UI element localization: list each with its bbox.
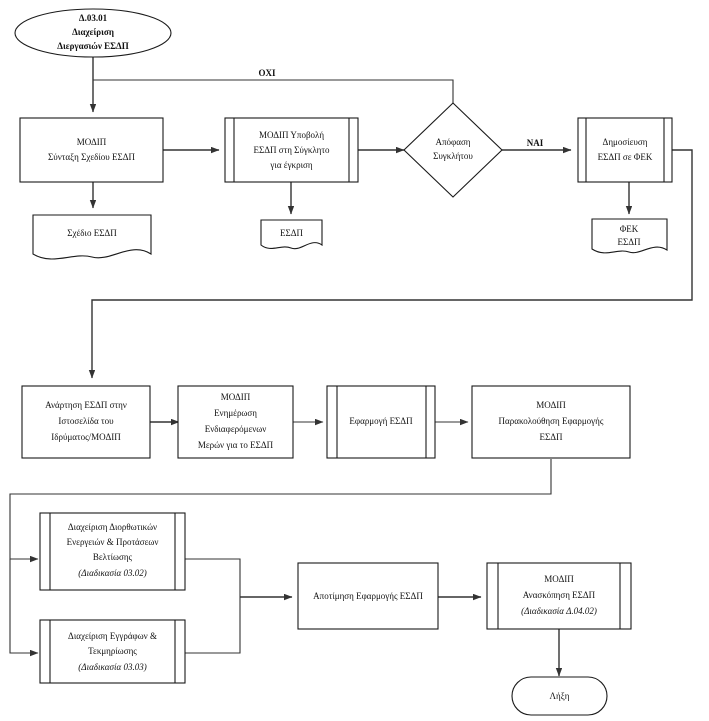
node-apotimisi-line1: Αποτίμηση Εφαρμογής ΕΣΔΠ bbox=[313, 591, 423, 601]
node-fek-document-line1: ΦΕΚ bbox=[620, 224, 639, 234]
document-shape bbox=[32, 214, 152, 260]
node-eggrafa-line3: (Διαδικασία 03.03) bbox=[78, 662, 146, 672]
node-apofasi[interactable]: Απόφαση Συγκλήτου bbox=[403, 102, 503, 198]
process-box-shape bbox=[177, 385, 294, 459]
node-dimosieysi-line1: Δημοσίευση bbox=[603, 137, 648, 147]
node-ypovoli[interactable]: ΜΟΔΙΠ Υποβολή ΕΣΔΠ στη Σύγκλητο για έγκρ… bbox=[224, 117, 359, 183]
node-ypovoli-line1: ΜΟΔΙΠ Υποβολή bbox=[259, 130, 324, 140]
node-eggrafa-line2: Τεκμηρίωσης bbox=[88, 646, 137, 656]
document-shape bbox=[260, 219, 323, 250]
edge-parakolouthisi-to-diorthotikes bbox=[9, 459, 552, 563]
node-anaskopisi[interactable]: ΜΟΔΙΠ Ανασκόπηση ΕΣΔΠ (Διαδικασία Δ.04.0… bbox=[486, 562, 632, 630]
predefined-process-box-shape bbox=[224, 117, 359, 183]
node-ypovoli-line3: για έγκριση bbox=[269, 160, 312, 170]
predefined-process-box-shape bbox=[39, 512, 186, 591]
process-box-shape bbox=[297, 562, 439, 630]
node-enimerosi-line2: Ενημέρωση bbox=[214, 408, 257, 418]
process-box-shape bbox=[19, 117, 164, 183]
node-sxedio-document-line1: Σχέδιο ΕΣΔΠ bbox=[67, 228, 117, 238]
node-parakolouthisi-line2: Παρακολούθηση Εφαρμογής bbox=[499, 416, 604, 426]
node-efarmogi[interactable]: Εφαρμογή ΕΣΔΠ bbox=[326, 385, 436, 459]
process-box-shape bbox=[471, 385, 631, 459]
connectors bbox=[9, 56, 693, 677]
edge-parakolouthisi-to-eggrafa bbox=[9, 559, 39, 657]
terminator-ellipse-shape bbox=[14, 8, 172, 58]
node-anaskopisi-line2: Ανασκόπηση ΕΣΔΠ bbox=[523, 590, 596, 600]
node-anaskopisi-line1: ΜΟΔΙΠ bbox=[544, 574, 574, 584]
node-anartisi-line3: Ιδρύματος/ΜΟΔΙΠ bbox=[51, 432, 121, 442]
node-sxedio-document[interactable]: Σχέδιο ΕΣΔΠ bbox=[32, 214, 152, 260]
node-efarmogi-line1: Εφαρμογή ΕΣΔΠ bbox=[349, 416, 413, 426]
node-diorthotikes[interactable]: Διαχείριση Διορθωτικών Ενεργειών & Προτά… bbox=[39, 512, 186, 591]
node-anaskopisi-line3: (Διαδικασία Δ.04.02) bbox=[521, 606, 597, 616]
process-box-shape bbox=[21, 385, 151, 459]
node-syntaxi-line1: ΜΟΔΙΠ bbox=[77, 137, 107, 147]
node-diorthotikes-line4: (Διαδικασία 03.02) bbox=[78, 568, 146, 578]
node-enimerosi[interactable]: ΜΟΔΙΠ Ενημέρωση Ενδιαφερόμενων Μερών για… bbox=[177, 385, 294, 459]
node-apofasi-line2: Συγκλήτου bbox=[433, 151, 473, 161]
edge-dimosieysi-to-anartisi bbox=[88, 149, 693, 379]
node-parakolouthisi-line3: ΕΣΔΠ bbox=[539, 432, 563, 442]
node-fek-document[interactable]: ΦΕΚ ΕΣΔΠ bbox=[591, 218, 668, 254]
node-dimosieysi-line2: ΕΣΔΠ σε ΦΕΚ bbox=[598, 152, 653, 162]
document-shape bbox=[591, 218, 668, 254]
node-dimosieysi[interactable]: Δημοσίευση ΕΣΔΠ σε ΦΕΚ bbox=[577, 117, 673, 183]
node-enimerosi-line1: ΜΟΔΙΠ bbox=[221, 392, 251, 402]
node-esdp-document[interactable]: ΕΣΔΠ bbox=[260, 219, 323, 250]
node-apofasi-line1: Απόφαση bbox=[435, 137, 470, 147]
node-enimerosi-line4: Μερών για το ΕΣΔΠ bbox=[198, 440, 274, 450]
terminator-rounded-shape bbox=[511, 676, 608, 716]
node-start-line3: Διεργασιών ΕΣΔΠ bbox=[57, 41, 128, 51]
node-parakolouthisi[interactable]: ΜΟΔΙΠ Παρακολούθηση Εφαρμογής ΕΣΔΠ bbox=[471, 385, 631, 459]
node-eggrafa-line1: Διαχείριση Εγγράφων & bbox=[68, 631, 157, 641]
node-start-line1: Δ.03.01 bbox=[79, 13, 108, 23]
node-end-line1: Λήξη bbox=[550, 691, 570, 701]
edge-label-no: ΟΧΙ bbox=[258, 68, 276, 78]
edge-eggrafa-to-merge bbox=[185, 597, 241, 654]
node-anartisi[interactable]: Ανάρτηση ΕΣΔΠ στην Ιστοσελίδα του Ιδρύμα… bbox=[21, 385, 151, 459]
node-diorthotikes-line1: Διαχείριση Διορθωτικών bbox=[68, 522, 157, 532]
node-eggrafa[interactable]: Διαχείριση Εγγράφων & Τεκμηρίωσης (Διαδι… bbox=[39, 619, 186, 684]
node-start[interactable]: Δ.03.01 Διαχείριση Διεργασιών ΕΣΔΠ bbox=[14, 8, 172, 58]
node-diorthotikes-line2: Ενεργειών & Προτάσεων bbox=[67, 537, 159, 547]
predefined-process-box-shape bbox=[39, 619, 186, 684]
predefined-process-box-shape bbox=[577, 117, 673, 183]
predefined-process-box-shape bbox=[486, 562, 632, 630]
predefined-process-box-shape bbox=[326, 385, 436, 459]
node-diorthotikes-line3: Βελτίωσης bbox=[93, 552, 133, 562]
node-anartisi-line1: Ανάρτηση ΕΣΔΠ στην bbox=[45, 400, 127, 410]
edge-diorthotikes-to-merge bbox=[185, 558, 241, 597]
edge-apofasi-no-loop bbox=[93, 79, 454, 103]
node-enimerosi-line3: Ενδιαφερόμενων bbox=[205, 424, 267, 434]
node-fek-document-line2: ΕΣΔΠ bbox=[617, 237, 641, 247]
decision-diamond-shape bbox=[403, 102, 503, 198]
node-start-line2: Διαχείριση bbox=[72, 27, 114, 37]
node-apotimisi[interactable]: Αποτίμηση Εφαρμογής ΕΣΔΠ bbox=[297, 562, 439, 630]
node-end[interactable]: Λήξη bbox=[511, 676, 608, 716]
node-esdp-document-line1: ΕΣΔΠ bbox=[280, 228, 304, 238]
node-ypovoli-line2: ΕΣΔΠ στη Σύγκλητο bbox=[253, 145, 330, 155]
node-syntaxi[interactable]: ΜΟΔΙΠ Σύνταξη Σχεδίου ΕΣΔΠ bbox=[19, 117, 164, 183]
edge-label-yes: ΝΑΙ bbox=[527, 138, 544, 148]
node-syntaxi-line2: Σύνταξη Σχεδίου ΕΣΔΠ bbox=[48, 152, 135, 162]
node-parakolouthisi-line1: ΜΟΔΙΠ bbox=[536, 400, 566, 410]
node-anartisi-line2: Ιστοσελίδα του bbox=[58, 416, 114, 426]
